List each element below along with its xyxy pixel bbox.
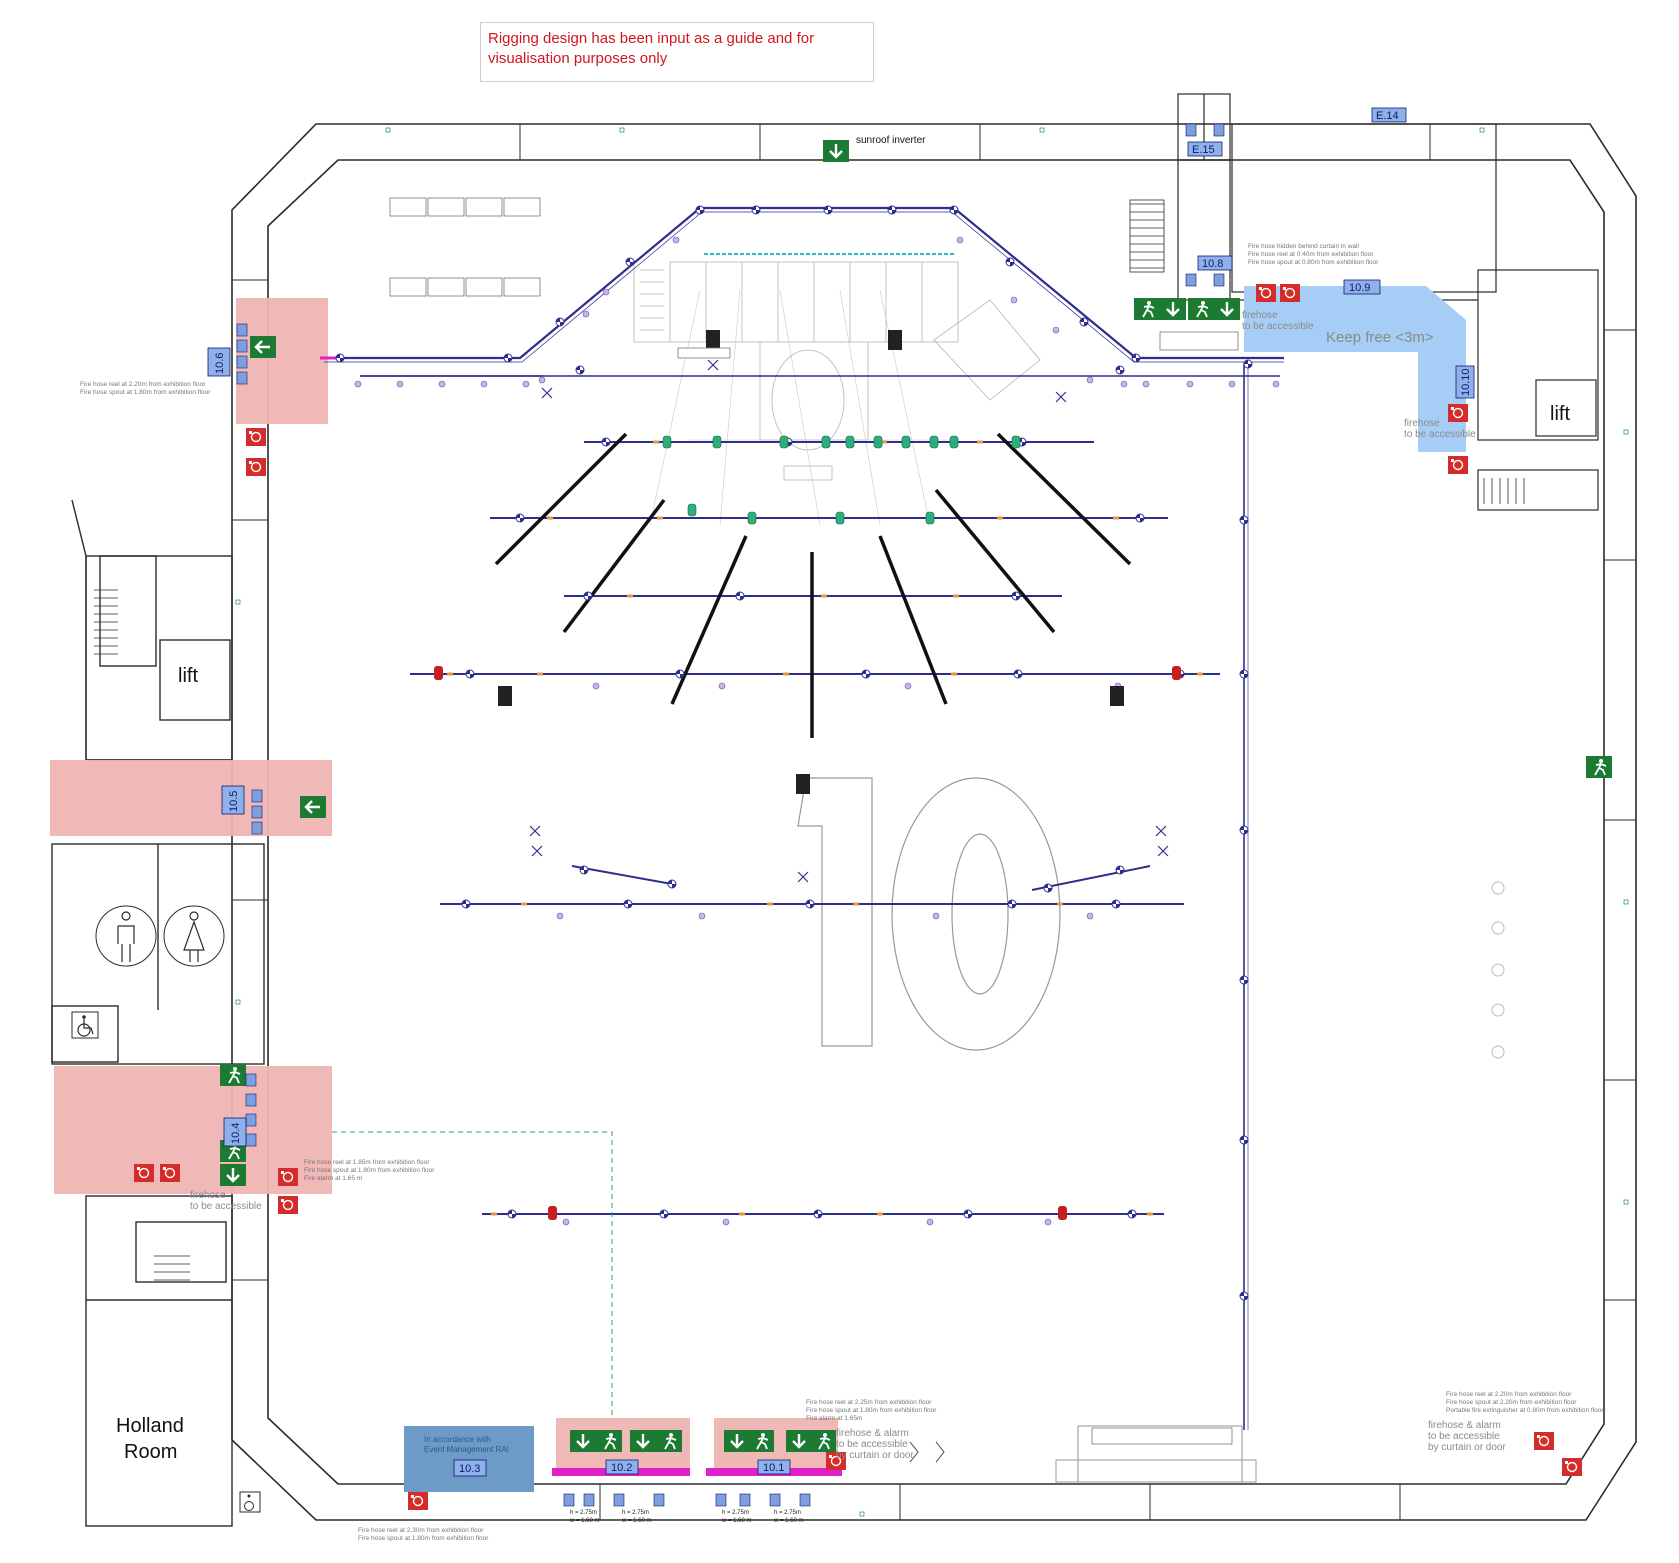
hanging-points [335,205,1253,1301]
zone-10-8: 10.8 [1202,258,1223,270]
label-firehose-alarm-br: firehose & alarm [1428,1420,1501,1431]
note-2a: Fire hose reel at 1.85m from exhibition … [304,1159,430,1166]
label-firehose-alarm-bottom: firehose & alarm [836,1428,909,1439]
zone-10-9: 10.9 [1349,282,1370,294]
label-accessible-right: to be accessible [1404,429,1476,440]
label-accessible-top: to be accessible [1242,321,1314,332]
zone-e-15: E.15 [1192,144,1215,156]
label-accessible-bottom: to be accessible [836,1439,908,1450]
red-fixtures [434,666,1181,1220]
door-dim-w-1: w = 1.60 m [569,1518,600,1524]
note-5c: Portable fire extinguisher at 0.80m from… [1446,1407,1604,1414]
zone-10-1: 10.1 [763,1462,784,1474]
zone-10-6: 10.6 [214,353,226,374]
label-firehose-top: firehose [1242,310,1278,321]
door-dim-w-4: w = 1.60 m [773,1518,804,1524]
note-6c: Fire hose spout at 0.80m from exhibition… [1248,259,1379,266]
lift-shaft-left [159,639,231,721]
door-dim-h-3: h = 2.75m [722,1510,749,1516]
room-lift-left: lift [178,665,198,687]
label-event-mgmt-2: Event Management RAI [424,1445,509,1454]
label-accessible-br: to be accessible [1428,1431,1500,1442]
disclaimer-box [480,22,874,82]
stair-left-top [94,589,190,1281]
note-4c: Fire alarm at 1.65m [806,1415,862,1422]
room-holland-1: Holland [116,1415,184,1437]
door-dim-w-2: w = 1.60 m [621,1518,652,1524]
truss-clamps [447,440,1203,1216]
wheelchair-icon-bottom [239,1491,261,1513]
magenta-door-bars [552,1468,842,1476]
zone-10-5: 10.5 [228,791,240,812]
pink-exit-zones [50,298,838,1474]
fire-equipment [133,283,1583,1511]
label-event-mgmt-1: In accordance with [424,1435,491,1444]
zone-10-10: 10.10 [1460,368,1472,396]
hall-number-ten-zero [891,777,1061,1051]
label-keep-free: Keep free <3m> [1326,329,1434,346]
label-curtain-bottom: by curtain or door [836,1450,914,1461]
zone-10-4: 10.4 [230,1123,242,1144]
note-3b: Fire hose spout at 1.80m from exhibition… [358,1535,489,1542]
note-2c: Fire alarm at 1.65 m [304,1175,362,1182]
wall-segment-ticks [232,124,1636,1520]
dashed-boundary [332,1131,613,1418]
label-firehose-left: firehose [190,1190,226,1201]
horizontal-trusses [410,441,1220,1215]
note-1b: Fire hose spout at 1.80m from exhibition… [80,389,211,396]
door-dim-h-1: h = 2.75m [570,1510,597,1516]
door-dim-w-3: w = 1.60 m [721,1518,752,1524]
truss-racks [498,330,1124,794]
right-column-circles [1491,881,1505,1059]
hall-number-ten-zero-inner [951,833,1009,995]
zone-10-3: 10.3 [459,1463,480,1475]
zone-e-14: E.14 [1376,110,1399,122]
note-5a: Fire hose reel at 2.20m from exhibition … [1446,1391,1572,1398]
room-holland-2: Room [124,1441,177,1463]
stage-outline [633,261,1041,481]
hall-number-ten-one [797,777,873,1047]
note-6a: Fire hose hidden behind curtain in wall [1248,243,1359,250]
zone-10-3-area [404,1426,534,1492]
label-curtain-br: by curtain or door [1428,1442,1506,1453]
rigging-guide-lines [649,289,960,526]
stair-top-right [1129,199,1525,504]
toilet-block [95,905,225,967]
note-3a: Fire hose reel at 2.30m from exhibition … [358,1527,484,1534]
note-6b: Fire hose reel at 0.40m from exhibition … [1248,251,1374,258]
female-toilet-icon [183,911,205,962]
door-dim-h-2: h = 2.75m [622,1510,649,1516]
zone-10-2: 10.2 [611,1462,632,1474]
door-tags [236,123,1225,1507]
light-fixtures [662,435,1021,525]
note-5b: Fire hose spout at 2.20m from exhibition… [1446,1399,1577,1406]
keep-free-zone [1244,286,1466,452]
room-lift-right: lift [1550,403,1570,425]
note-2b: Fire hose spout at 1.80m from exhibition… [304,1167,435,1174]
diagonal-beams [494,432,1132,738]
zone-boxes [207,107,1475,1477]
male-toilet-icon [117,911,135,962]
sensor-marks [529,359,1169,883]
label-accessible-left: to be accessible [190,1201,262,1212]
wheelchair-icon [71,1011,99,1039]
label-firehose-right: firehose [1404,418,1440,429]
wall-markers [235,127,1629,1517]
door-dim-h-4: h = 2.75m [774,1510,801,1516]
label-sunroof-inverter: sunroof inverter [856,135,926,146]
bottom-right-equipment [909,1441,1257,1483]
note-4b: Fire hose spout at 1.80m from exhibition… [806,1407,937,1414]
note-1a: Fire hose reel at 2.20m from exhibition … [80,381,206,388]
top-left-tables [389,197,1243,1483]
disclaimer-text: Rigging design has been input as a guide… [488,30,815,67]
note-4a: Fire hose reel at 2.25m from exhibition … [806,1399,932,1406]
chain-motors [354,236,1280,1226]
